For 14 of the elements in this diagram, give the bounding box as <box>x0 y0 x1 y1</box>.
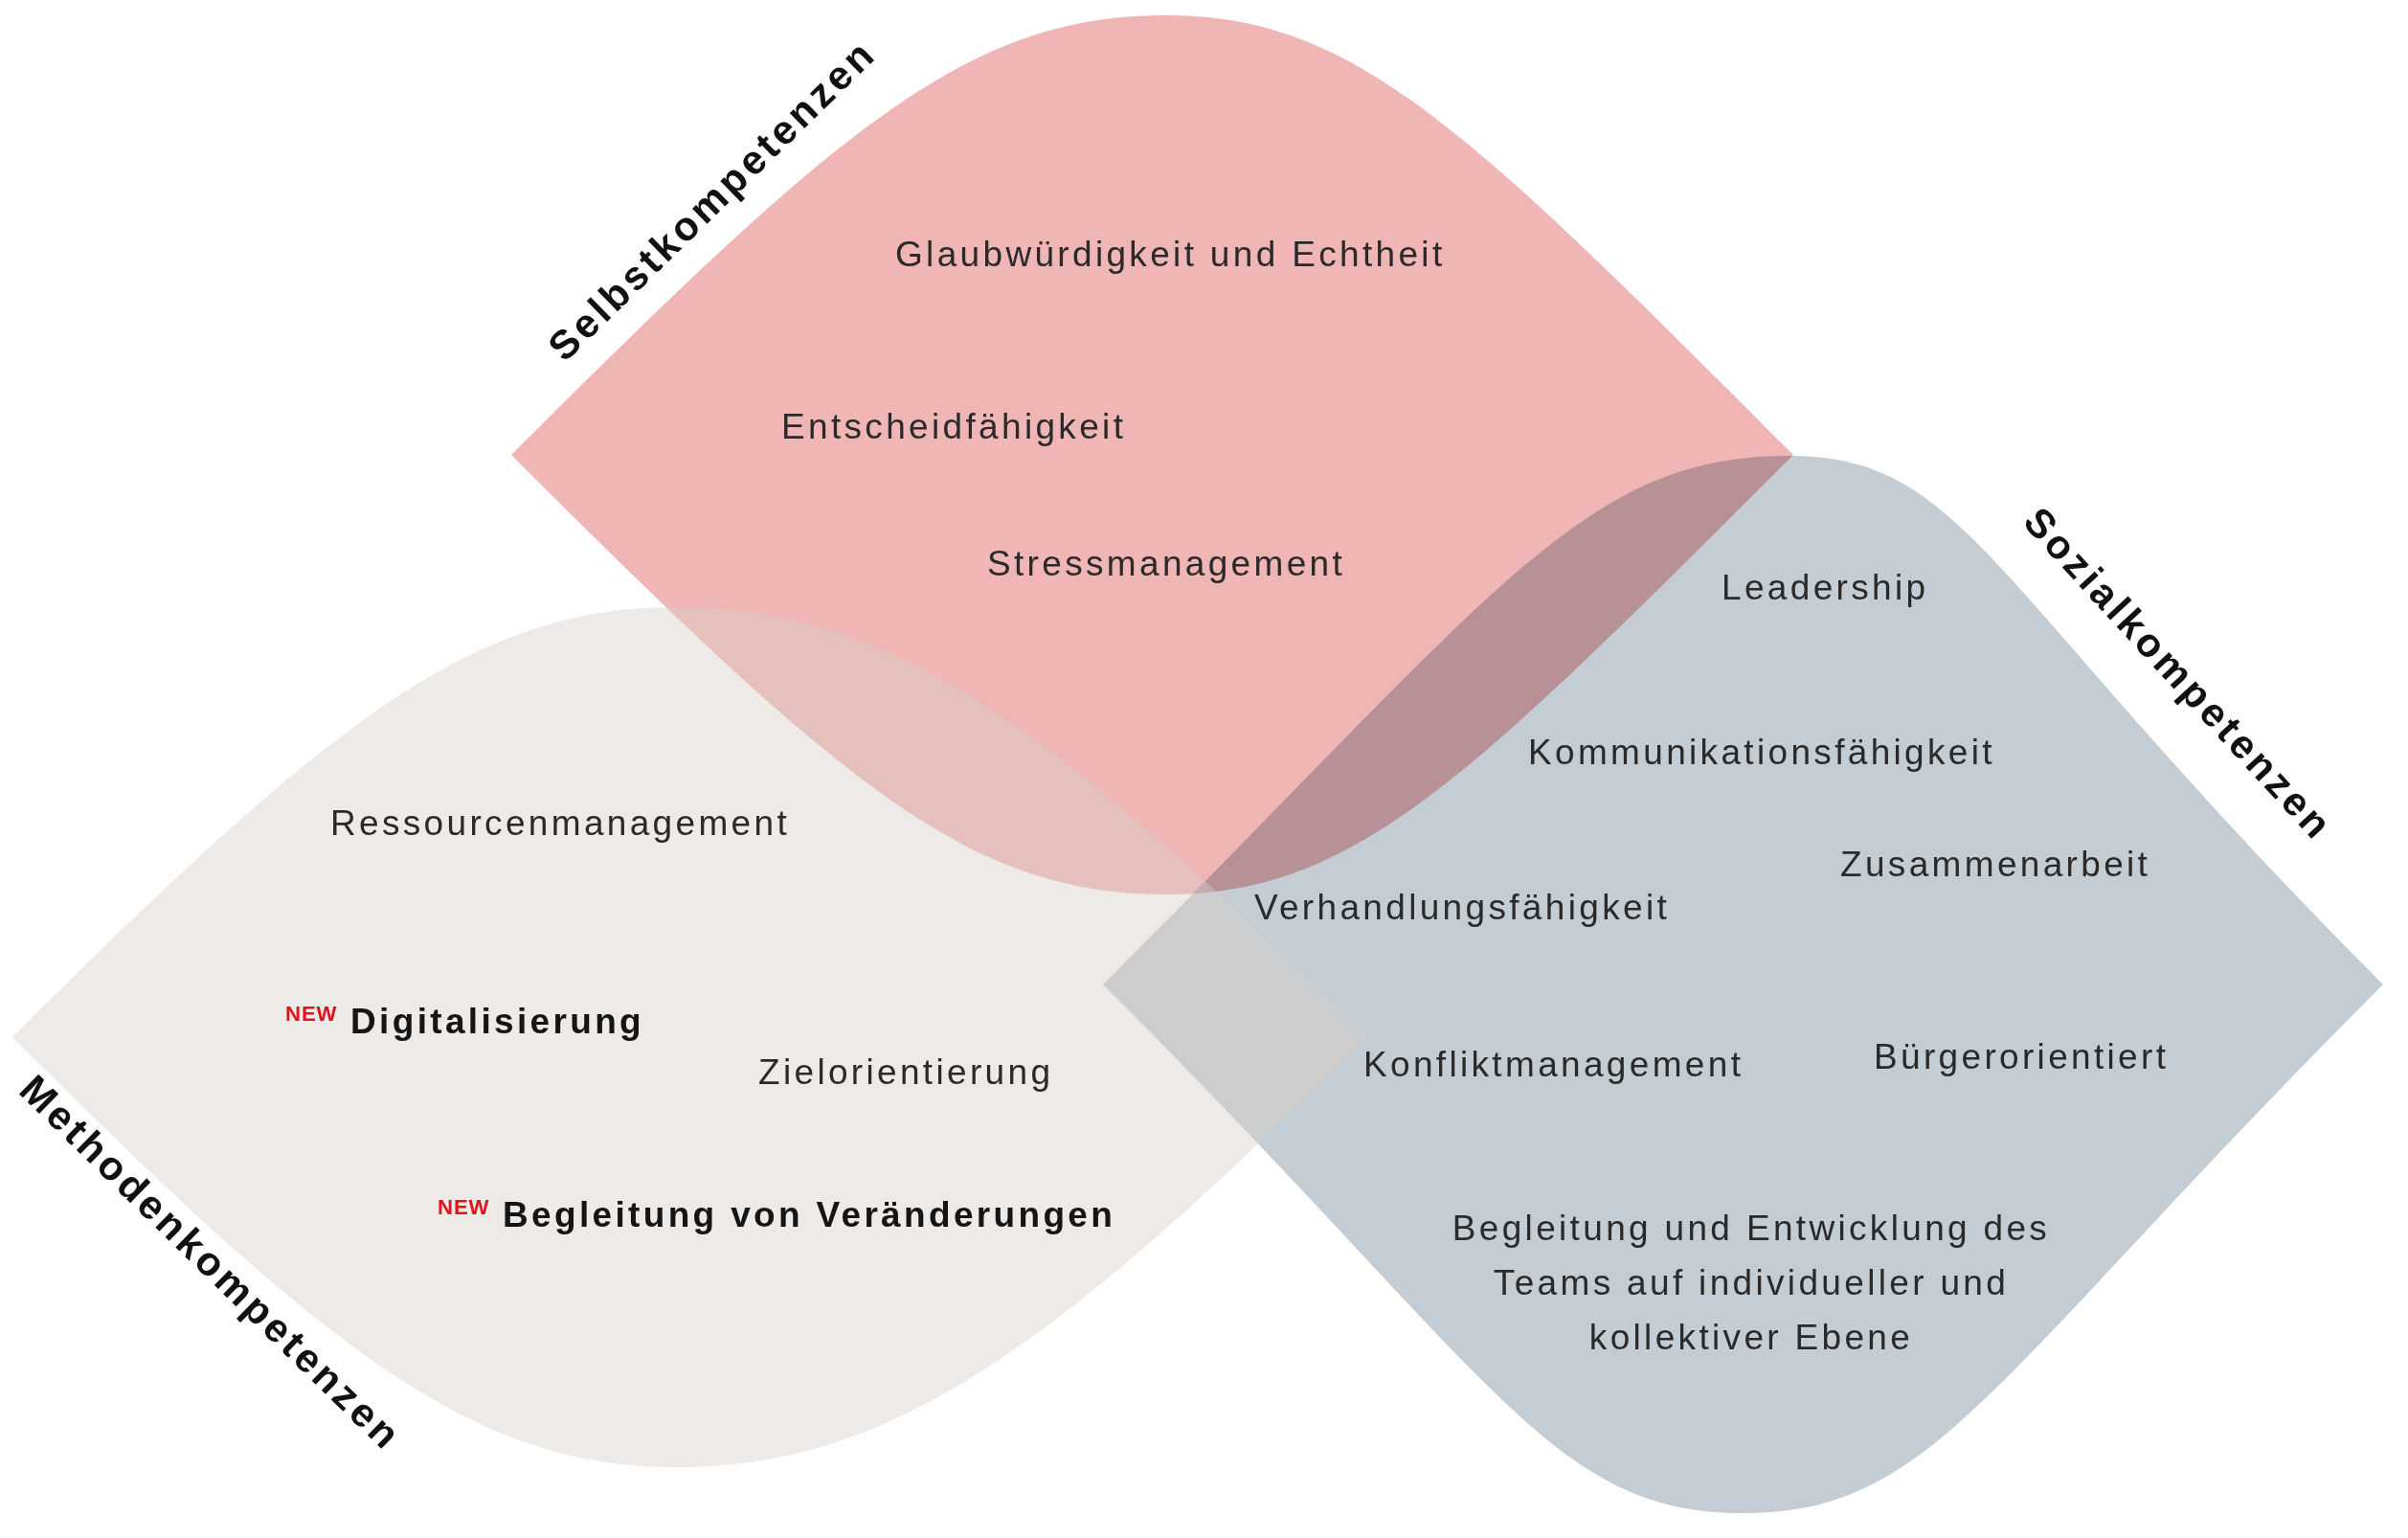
competency-label: Zusammenarbeit <box>1840 843 2151 886</box>
competency-label: Konfliktmanagement <box>1363 1043 1744 1086</box>
competency-label: Leadership <box>1722 566 1929 609</box>
competency-label: Entscheidfähigkeit <box>781 405 1127 448</box>
competency-label: Verhandlungsfähigkeit <box>1254 886 1671 929</box>
competency-label: $^{NEW}$ Digitalisierung <box>285 1000 644 1043</box>
competency-label: Zielorientierung <box>758 1051 1054 1094</box>
competency-label: Stressmanagement <box>987 542 1346 585</box>
competency-label: Glaubwürdigkeit und Echtheit <box>895 233 1446 276</box>
competency-label: Bürgerorientiert <box>1874 1035 2170 1078</box>
competency-label: Begleitung und Entwicklung des Teams auf individueller und kollektiver Ebene <box>1451 1208 2052 1359</box>
competency-label: $^{NEW}$ Begleitung von Veränderungen <box>438 1193 1116 1236</box>
competency-label: Kommunikationsfähigkeit <box>1528 731 1995 774</box>
competency-label: Ressourcenmanagement <box>330 802 790 845</box>
